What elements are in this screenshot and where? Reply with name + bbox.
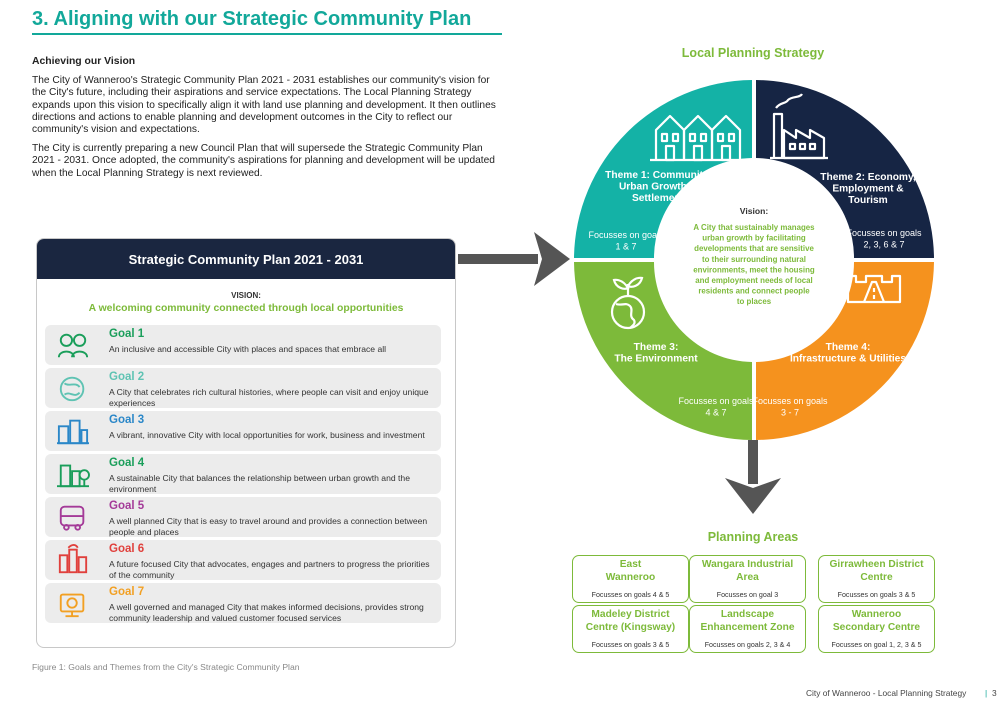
down-arrow-icon <box>725 440 781 514</box>
planning-area-goals: Focusses on goals 2, 3 & 4 <box>704 641 791 649</box>
future-city-icon <box>58 544 88 574</box>
right-arrow-icon <box>458 232 570 286</box>
scp-vision: A welcoming community connected through … <box>88 303 404 314</box>
goal-description: A well planned City that is easy to trav… <box>109 516 428 537</box>
planning-areas-title: Planning Areas <box>707 530 799 544</box>
bus-icon <box>59 505 85 531</box>
goal-description: A well governed and managed City that ma… <box>109 602 424 623</box>
planning-area-goals: Focusses on goal 1, 2, 3 & 5 <box>831 641 922 649</box>
goal-4-item: Goal 4 A sustainable City that balances t… <box>45 454 441 494</box>
footer-document-name: City of Wanneroo - Local Planning Strate… <box>806 688 967 698</box>
theme-3-segment <box>574 262 752 440</box>
goal-title: Goal 3 <box>109 414 145 426</box>
planning-area-goals: Focusses on goal 3 <box>716 591 779 599</box>
page-title: 3. Aligning with our Strategic Community… <box>32 8 472 30</box>
intro-paragraph-1: The City of Wanneroo's Strategic Communi… <box>32 75 496 136</box>
donut-text: Theme 1: Community,Urban Growth &Settlem… <box>588 170 922 418</box>
townhouses-icon <box>650 114 746 162</box>
theme-2-name: Theme 2: Economy,Employment &Tourism <box>820 172 916 206</box>
goal-title: Goal 6 <box>109 543 145 555</box>
intro-paragraph-2: The City is currently preparing a new Co… <box>32 143 495 179</box>
goal-title: Goal 5 <box>109 500 145 512</box>
people-icon <box>57 333 89 358</box>
goal-description: A sustainable City that balances the rel… <box>109 473 410 494</box>
goal-description: An inclusive and accessible City with pl… <box>109 344 387 354</box>
goal-3-item: Goal 3 A vibrant, innovative City with lo… <box>45 411 441 451</box>
factory-icon <box>770 93 828 160</box>
vision-center <box>676 182 832 338</box>
theme-3-name: Theme 3:The Environment <box>614 342 698 365</box>
goal-description: A future focused City that advocates, en… <box>109 559 430 580</box>
lps-title: Local Planning Strategy <box>681 46 825 60</box>
scp-title: Strategic Community Plan 2021 - 2031 <box>37 239 455 279</box>
globe-plant-icon <box>610 276 646 330</box>
goal-1-item: Goal 1 An inclusive and accessible City w… <box>45 325 441 365</box>
scp-vision-label: VISION: <box>231 291 261 300</box>
goal-2-item: Goal 2 A City that celebrates rich cultur… <box>45 368 441 408</box>
goal-7-item: Goal 7 A well governed and managed City t… <box>45 583 441 623</box>
intro-heading: Achieving our Vision <box>32 56 136 67</box>
business-icon <box>57 419 89 445</box>
planning-area-goals: Focusses on goals 3 & 5 <box>837 591 916 599</box>
goal-title: Goal 7 <box>109 586 145 598</box>
goal-description: A City that celebrates rich cultural his… <box>109 387 429 408</box>
title-rule <box>32 33 502 35</box>
theme-2-segment <box>756 80 934 258</box>
culture-icon <box>59 376 85 402</box>
city-tree-icon <box>57 464 90 488</box>
figure-caption: Figure 1: Goals and Themes from the City… <box>32 662 300 672</box>
local-planning-strategy-diagram: Theme 1: Community,Urban Growth &Settlem… <box>574 80 934 440</box>
theme-4-name: Theme 4:Infrastructure & Utilities <box>790 342 906 365</box>
theme-4-segment <box>756 262 934 440</box>
intro-section: Achieving our Vision The City of Wannero… <box>32 56 502 187</box>
goal-6-item: Goal 6 A future focused City that advocat… <box>45 540 441 580</box>
goal-title: Goal 2 <box>109 371 145 383</box>
goal-description: A vibrant, innovative City with local op… <box>109 430 425 440</box>
footer-separator: | <box>985 688 988 698</box>
goal-5-item: Goal 5 A well planned City that is easy t… <box>45 497 441 537</box>
page-number: 3 <box>992 688 997 698</box>
planning-area-goals: Focusses on goals 4 & 5 <box>591 591 670 599</box>
governance-icon <box>59 593 85 618</box>
planning-area-goals: Focusses on goals 3 & 5 <box>591 641 670 649</box>
theme-1-name: Theme 1: Community,Urban Growth &Settlem… <box>605 170 711 204</box>
road-icon <box>846 274 902 304</box>
vision-label: Vision: <box>740 206 769 216</box>
goal-title: Goal 4 <box>109 457 145 469</box>
goal-title: Goal 1 <box>109 328 145 340</box>
strategic-community-plan-panel: Strategic Community Plan 2021 - 2031 VIS… <box>36 238 456 648</box>
